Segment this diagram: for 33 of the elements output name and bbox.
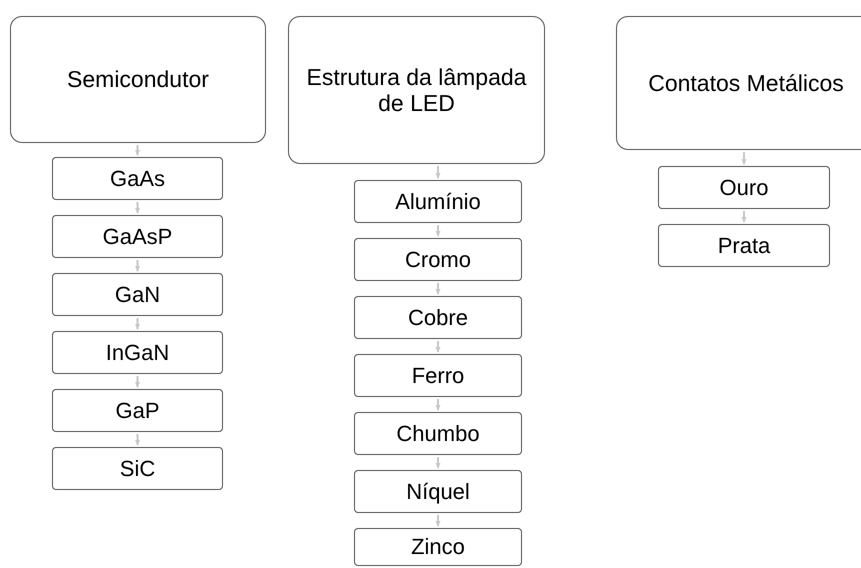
item-box: GaP [52, 389, 223, 432]
item-box: Cromo [354, 238, 522, 281]
arrow [436, 341, 440, 353]
arrow [742, 211, 746, 223]
item-box: SiC [52, 447, 223, 490]
category-box: Contatos Metálicos [616, 16, 861, 150]
item-box: GaAs [52, 157, 223, 200]
arrow [436, 515, 440, 527]
item-box: Alumínio [354, 180, 522, 223]
arrow [135, 434, 140, 446]
category-box: Semicondutor [10, 16, 266, 143]
arrow [742, 152, 746, 165]
arrow [436, 399, 440, 411]
item-box: InGaN [52, 331, 223, 374]
arrow [436, 166, 440, 179]
arrow [135, 260, 140, 272]
item-box: Prata [658, 224, 830, 267]
item-box: GaAsP [52, 215, 223, 258]
item-box: Chumbo [354, 412, 522, 455]
arrow [436, 283, 440, 295]
arrow [436, 457, 440, 469]
item-box: Níquel [354, 470, 522, 513]
item-box: Ferro [354, 354, 522, 397]
item-box: Ouro [658, 166, 830, 209]
item-box: Cobre [354, 296, 522, 339]
category-box: Estrutura da lâmpada de LED [288, 16, 545, 164]
arrow [135, 202, 140, 214]
arrow [135, 145, 140, 156]
arrow [135, 318, 140, 330]
arrow [135, 376, 140, 388]
item-box: GaN [52, 273, 223, 316]
arrow [436, 225, 440, 237]
item-box: Zinco [354, 528, 522, 566]
